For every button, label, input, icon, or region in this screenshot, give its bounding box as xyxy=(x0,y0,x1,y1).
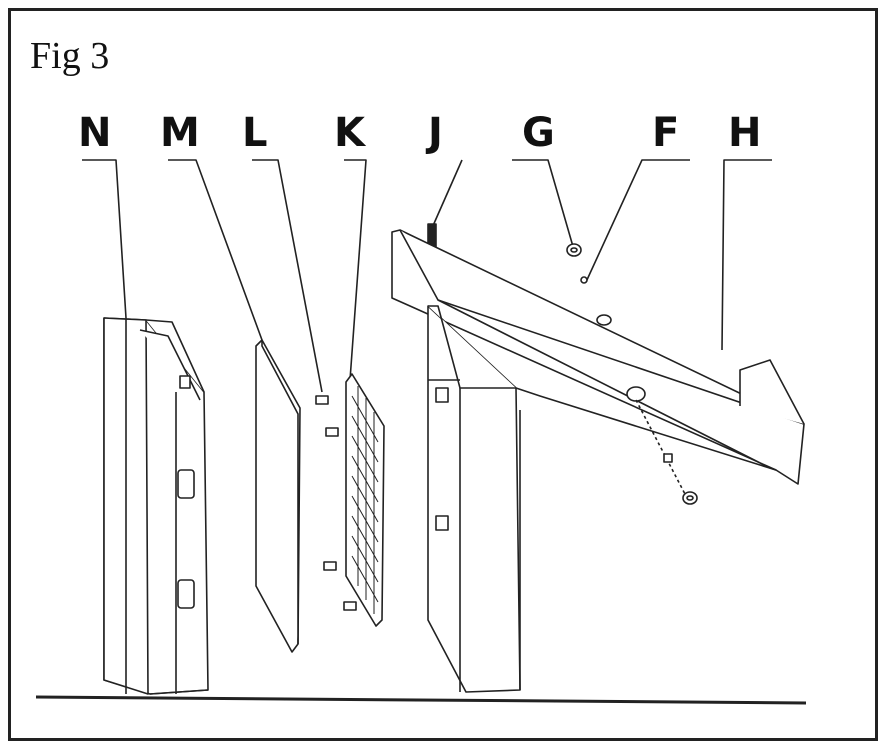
part-k-grille xyxy=(345,373,385,627)
leader-j xyxy=(431,159,463,229)
leader-m xyxy=(168,159,263,341)
part-label-m: M xyxy=(160,110,200,156)
part-label-k: K xyxy=(334,110,365,156)
part-n-housing xyxy=(103,317,209,695)
part-label-n: N xyxy=(78,110,112,156)
part-label-j: J xyxy=(428,110,443,156)
leader-l xyxy=(252,159,323,393)
leader-lines xyxy=(82,159,772,393)
figure-frame xyxy=(8,8,878,741)
leader-k xyxy=(344,159,367,381)
lower-fasteners xyxy=(635,399,698,505)
figure-title: Fig 3 xyxy=(30,35,110,77)
part-label-h: H xyxy=(728,110,762,156)
part-h-bracket xyxy=(391,229,805,693)
bottom-rule xyxy=(35,695,807,705)
leader-f xyxy=(585,159,690,283)
part-g-washer xyxy=(566,243,582,257)
part-label-f: F xyxy=(652,110,680,156)
leader-n xyxy=(82,159,127,319)
leader-g xyxy=(512,159,575,251)
part-l-screws xyxy=(315,395,357,611)
part-label-l: L xyxy=(242,110,268,156)
part-label-g: G xyxy=(522,110,555,156)
part-m-panel xyxy=(255,339,301,653)
part-f-nut xyxy=(580,276,588,284)
leader-h xyxy=(721,159,772,351)
